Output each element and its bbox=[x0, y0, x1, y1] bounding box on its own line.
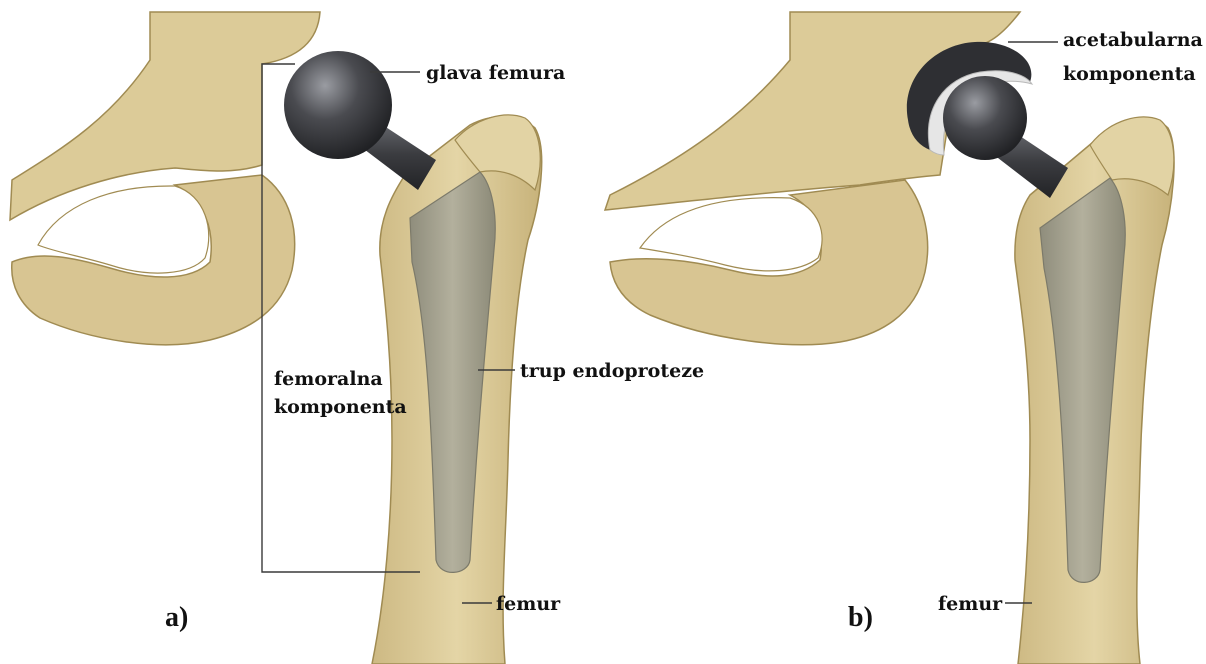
implant-femoral-head-b bbox=[943, 76, 1027, 160]
implant-femoral-head bbox=[284, 51, 392, 159]
panel-label-b: b) bbox=[848, 602, 873, 633]
panel-label-a: a) bbox=[165, 602, 188, 633]
label-stem: trup endoproteze bbox=[520, 360, 704, 382]
panel-b bbox=[605, 12, 1174, 664]
label-femur-b: femur bbox=[938, 593, 1003, 615]
label-femoral-component-line2: komponenta bbox=[274, 396, 407, 418]
label-femoral-head: glava femura bbox=[426, 62, 565, 84]
label-acetabular-line2: komponenta bbox=[1063, 63, 1196, 85]
label-femoral-component-line1: femoralna bbox=[274, 368, 383, 390]
label-acetabular-line1: acetabularna bbox=[1063, 29, 1203, 51]
label-femur-a: femur bbox=[496, 593, 561, 615]
panel-a bbox=[10, 12, 542, 664]
